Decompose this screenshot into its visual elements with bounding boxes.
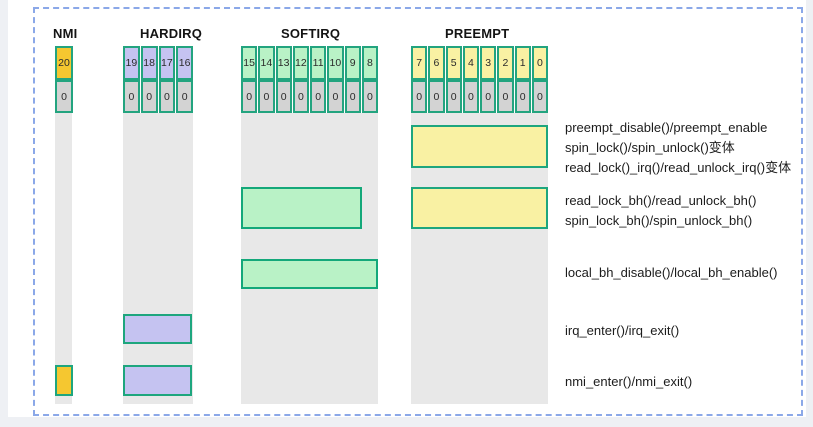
value-cell: 0 [55, 80, 73, 113]
nmi-value-row: 0 [55, 80, 73, 113]
bit-cell: 11 [310, 46, 327, 80]
value-cell: 0 [158, 80, 176, 113]
bit-cell: 10 [327, 46, 344, 80]
bit-cell: 17 [158, 46, 176, 80]
bit-cell: 18 [140, 46, 158, 80]
value-cell: 0 [480, 80, 497, 113]
bit-cell: 16 [176, 46, 193, 80]
softirq-track [241, 113, 378, 404]
value-cell: 0 [531, 80, 548, 113]
hardirq-range-block-1 [123, 314, 192, 344]
value-cell: 0 [462, 80, 479, 113]
hardirq-track [123, 113, 193, 404]
value-cell: 0 [258, 80, 275, 113]
bit-cell: 9 [344, 46, 361, 80]
value-cell: 0 [514, 80, 531, 113]
bit-cell: 14 [258, 46, 275, 80]
bit-cell: 4 [462, 46, 479, 80]
bit-cell: 19 [123, 46, 140, 80]
softirq-range-block-1 [241, 187, 362, 229]
bit-cell: 6 [428, 46, 445, 80]
dashed-frame-border [33, 7, 803, 416]
value-cell: 0 [275, 80, 292, 113]
preempt-range-block-2 [411, 187, 548, 229]
value-cell: 0 [176, 80, 193, 113]
preempt-column: 7 6 5 4 3 2 1 0 0 0 0 0 0 0 0 0 [411, 46, 548, 113]
hardirq-bit-row: 19 18 17 16 [123, 46, 193, 80]
preempt-bit-row: 7 6 5 4 3 2 1 0 [411, 46, 548, 80]
bit-cell: 15 [241, 46, 258, 80]
value-cell: 0 [497, 80, 514, 113]
bit-cell: 3 [480, 46, 497, 80]
column-header-preempt: PREEMPT [445, 26, 510, 41]
label-line: read_lock()_irq()/read_unlock_irq()变体 [565, 160, 792, 175]
nmi-range-block [55, 365, 73, 396]
bit-cell: 1 [514, 46, 531, 80]
softirq-range-block-2 [241, 259, 378, 289]
value-cell: 0 [310, 80, 327, 113]
bit-cell: 2 [497, 46, 514, 80]
value-cell: 0 [344, 80, 361, 113]
hardirq-value-row: 0 0 0 0 [123, 80, 193, 113]
label-line: preempt_disable()/preempt_enable [565, 120, 768, 135]
value-cell: 0 [361, 80, 378, 113]
nmi-column: 20 0 [55, 46, 73, 113]
label-local-bh: local_bh_disable()/local_bh_enable() [565, 265, 778, 280]
value-cell: 0 [428, 80, 445, 113]
nmi-bit-row: 20 [55, 46, 73, 80]
value-cell: 0 [445, 80, 462, 113]
value-cell: 0 [241, 80, 258, 113]
bit-cell: 5 [445, 46, 462, 80]
label-line: spin_lock()/spin_unlock()变体 [565, 140, 735, 155]
softirq-bit-row: 15 14 13 12 11 10 9 8 [241, 46, 378, 80]
column-header-nmi: NMI [53, 26, 78, 41]
value-cell: 0 [292, 80, 309, 113]
hardirq-range-block-2 [123, 365, 192, 396]
bit-cell: 12 [292, 46, 309, 80]
value-cell: 0 [327, 80, 344, 113]
label-line: spin_lock_bh()/spin_unlock_bh() [565, 213, 753, 228]
label-line: read_lock_bh()/read_unlock_bh() [565, 193, 757, 208]
softirq-value-row: 0 0 0 0 0 0 0 0 [241, 80, 378, 113]
softirq-column: 15 14 13 12 11 10 9 8 0 0 0 0 0 0 0 0 [241, 46, 378, 113]
column-header-softirq: SOFTIRQ [281, 26, 341, 41]
column-header-hardirq: HARDIRQ [140, 26, 203, 41]
value-cell: 0 [123, 80, 140, 113]
label-irq-enter-exit: irq_enter()/irq_exit() [565, 323, 680, 338]
bit-cell: 13 [275, 46, 292, 80]
preempt-value-row: 0 0 0 0 0 0 0 0 [411, 80, 548, 113]
value-cell: 0 [140, 80, 158, 113]
bit-cell: 20 [55, 46, 73, 80]
value-cell: 0 [411, 80, 428, 113]
bit-cell: 8 [361, 46, 378, 80]
bit-cell: 7 [411, 46, 428, 80]
nmi-track [55, 113, 72, 404]
bit-cell: 0 [531, 46, 548, 80]
label-nmi-enter-exit: nmi_enter()/nmi_exit() [565, 374, 693, 389]
label-bh-group: read_lock_bh()/read_unlock_bh() spin_loc… [565, 191, 757, 231]
hardirq-column: 19 18 17 16 0 0 0 0 [123, 46, 193, 113]
label-preempt-group: preempt_disable()/preempt_enable spin_lo… [565, 118, 791, 178]
preempt-range-block-1 [411, 125, 548, 168]
